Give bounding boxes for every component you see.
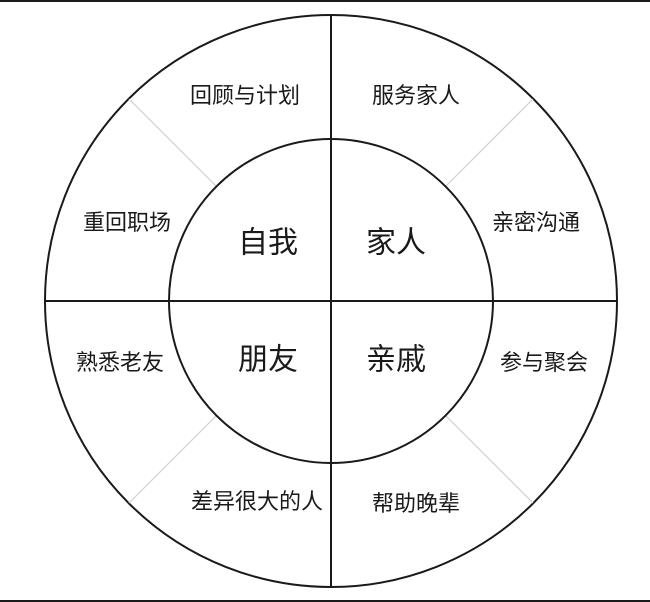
divider-top-right — [445, 98, 534, 187]
outer-label-familiar-old-friends: 熟悉老友 — [76, 351, 164, 376]
outer-label-serve-family: 服务家人 — [372, 84, 460, 109]
outer-label-help-juniors: 帮助晚辈 — [372, 492, 460, 517]
outer-label-join-gatherings: 参与聚会 — [500, 351, 588, 376]
divider-bottom-left — [128, 415, 217, 504]
outer-label-review-and-plan: 回顾与计划 — [190, 84, 300, 109]
inner-label-relatives: 亲戚 — [366, 343, 426, 378]
outer-label-intimate-communication: 亲密沟通 — [492, 211, 580, 236]
divider-top-left — [128, 98, 217, 187]
inner-label-family: 家人 — [366, 226, 426, 261]
outer-label-very-different-people: 差异很大的人 — [191, 490, 323, 515]
outer-label-return-to-work: 重回职场 — [83, 211, 171, 236]
divider-bottom-right — [445, 415, 534, 504]
inner-label-friends: 朋友 — [238, 343, 298, 378]
inner-label-self: 自我 — [238, 226, 298, 261]
